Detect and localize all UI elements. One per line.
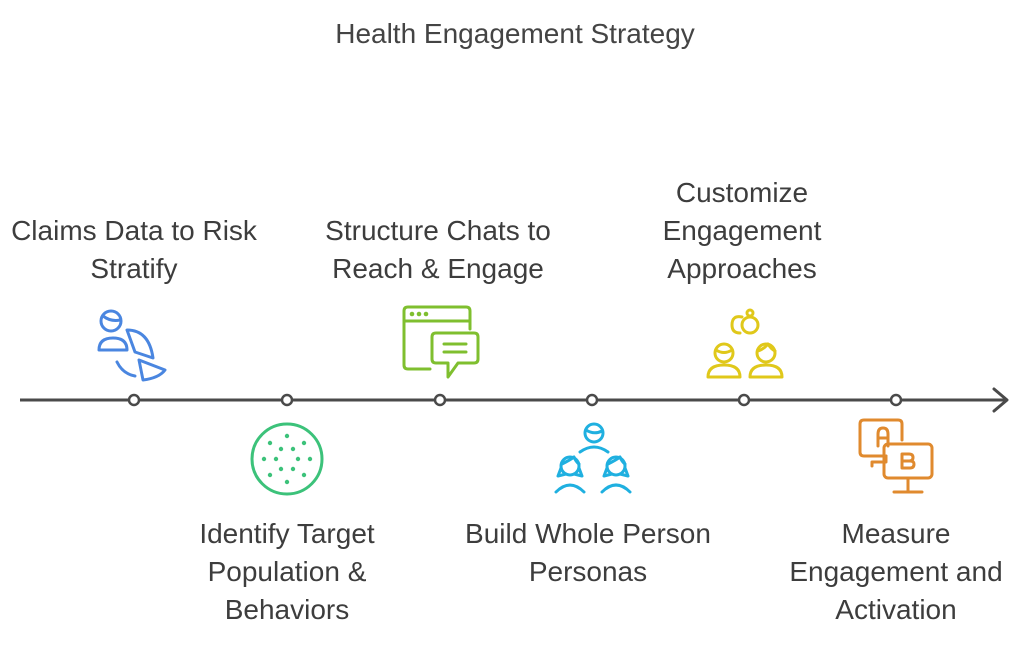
step-2-label: Identify Target Population & Behaviors [199, 518, 375, 625]
arrow-head-icon [992, 387, 1009, 413]
timeline-marker-3 [433, 393, 447, 407]
ab-test-monitor-icon [858, 418, 934, 494]
couple-rings-icon [706, 308, 784, 379]
timeline-marker-6 [889, 393, 903, 407]
people-group-icon [554, 422, 632, 494]
user-pie-chart-icon [97, 309, 167, 382]
diagram-title: Health Engagement Strategy [335, 18, 695, 49]
population-dots-icon [250, 422, 324, 496]
timeline-marker-2 [280, 393, 294, 407]
step-5-label: Customize Engagement Approaches [662, 177, 822, 284]
step-6-label: Measure Engagement and Activation [789, 518, 1003, 625]
step-4-label: Build Whole Person Personas [465, 518, 711, 587]
step-1-label: Claims Data to Risk Stratify [11, 215, 257, 284]
timeline-marker-4 [585, 393, 599, 407]
step-3-label: Structure Chats to Reach & Engage [325, 215, 551, 284]
browser-chat-icon [402, 305, 480, 379]
timeline-marker-1 [127, 393, 141, 407]
timeline-marker-5 [737, 393, 751, 407]
